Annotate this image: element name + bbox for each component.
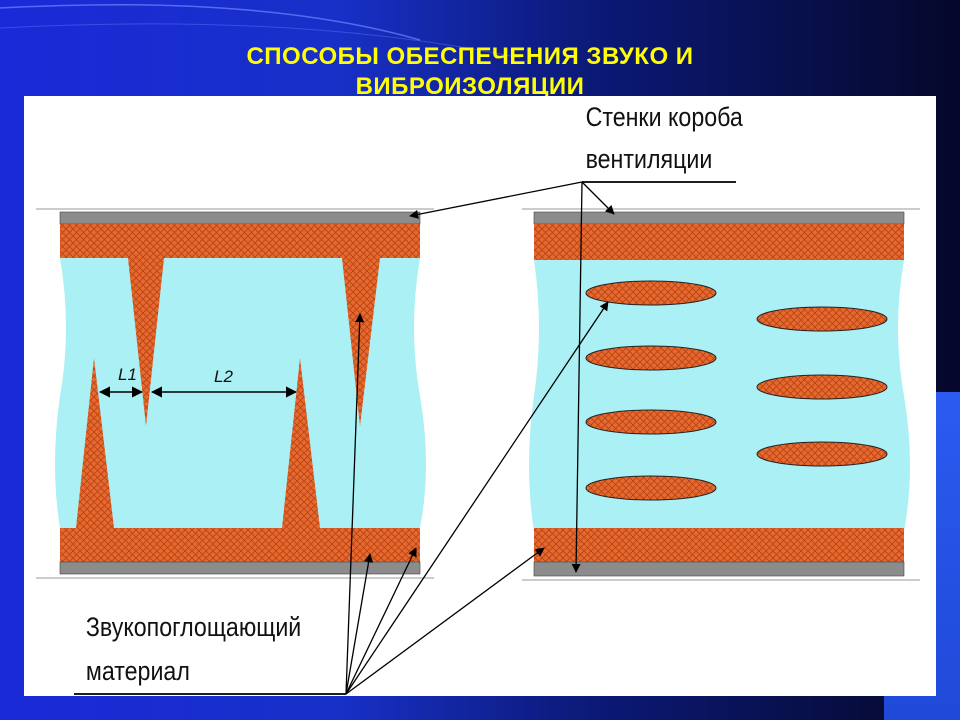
- right-plate-absorber: [585, 409, 717, 435]
- duct-walls-pointers: [409, 181, 615, 573]
- left-bottom-wall: [59, 561, 421, 575]
- right-plate-absorber: [756, 306, 888, 332]
- left-spike-up-1: [76, 358, 114, 528]
- left-spike-down-1: [128, 258, 164, 426]
- left-spike-up-2: [282, 358, 320, 528]
- absorber-callout: Звукопоглощающий материал: [74, 612, 346, 695]
- title-swoosh-decoration: [0, 3, 521, 59]
- right-plate-absorber: [585, 475, 717, 501]
- duct-diagram: L1 L2 Стенки короба вентиляции: [36, 102, 920, 695]
- right-plate-absorber: [585, 280, 717, 306]
- left-top-absorber: [60, 224, 420, 258]
- left-spike-down-2: [342, 258, 380, 426]
- left-top-wall: [59, 211, 421, 225]
- duct-walls-label-line2: вентиляции: [586, 144, 713, 174]
- duct-walls-label-line1: Стенки короба: [586, 102, 743, 132]
- l2-label: L2: [214, 367, 233, 386]
- right-plate-absorber: [756, 441, 888, 467]
- left-duct: L1 L2: [36, 208, 434, 579]
- absorber-label-line2: материал: [86, 656, 190, 686]
- left-bottom-absorber: [60, 528, 420, 562]
- l1-label: L1: [118, 365, 137, 384]
- right-plate-absorber: [756, 374, 888, 400]
- right-bottom-wall: [533, 561, 905, 577]
- right-duct: [522, 208, 920, 581]
- right-plate-absorber: [585, 345, 717, 371]
- diagram-panel: L1 L2 Стенки короба вентиляции: [24, 96, 936, 696]
- right-top-absorber: [534, 224, 904, 260]
- right-top-wall: [533, 211, 905, 225]
- right-bottom-absorber: [534, 528, 904, 562]
- absorber-pointers: [345, 301, 609, 695]
- absorber-label-line1: Звукопоглощающий: [86, 612, 301, 642]
- duct-walls-callout: Стенки короба вентиляции: [582, 102, 743, 183]
- slide-title: СПОСОБЫ ОБЕСПЕЧЕНИЯ ЗВУКО И ВИБРОИЗОЛЯЦИ…: [246, 43, 694, 100]
